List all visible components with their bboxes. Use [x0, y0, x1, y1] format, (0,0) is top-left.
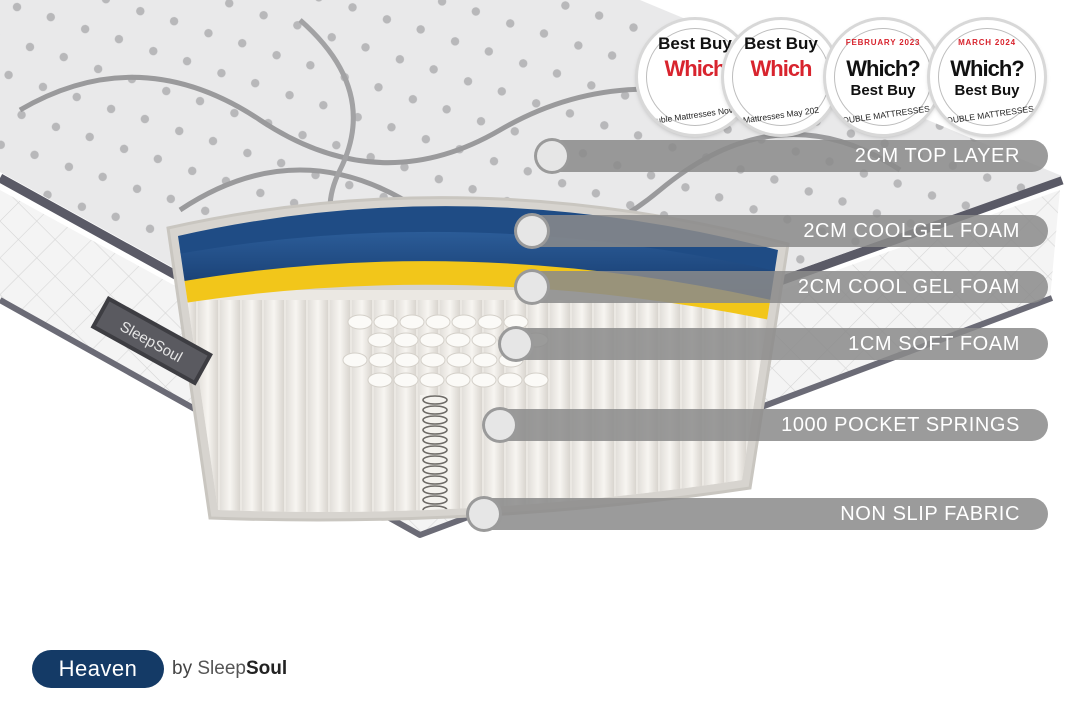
- layer-label-text: 1000 POCKET SPRINGS: [781, 414, 1020, 436]
- spring-pocket: [462, 300, 482, 513]
- spring-top: [471, 372, 497, 388]
- coil-loop: [422, 475, 448, 485]
- layer-label-text: 2CM COOL GEL FOAM: [797, 276, 1020, 298]
- spring-top: [477, 314, 503, 330]
- spring-top: [367, 332, 393, 348]
- spring-pocket: [264, 300, 284, 513]
- callout-dot-icon: [498, 326, 534, 362]
- coil-loop: [422, 425, 448, 435]
- layer-label-text: 2CM COOLGEL FOAM: [803, 220, 1020, 242]
- coil-loop: [422, 495, 448, 505]
- spring-top: [446, 352, 472, 368]
- spring-top: [393, 332, 419, 348]
- spring-top: [393, 372, 419, 388]
- layer-label-text: 1CM SOFT FOAM: [848, 333, 1020, 355]
- spring-top: [471, 332, 497, 348]
- badge-subtitle: Best Buy: [850, 82, 916, 99]
- which-best-buy-badge-4: MARCH 2024 Which? Best Buy DOUBLE MATTRE…: [930, 20, 1044, 134]
- callout-dot-icon: [514, 213, 550, 249]
- coil-loop: [422, 465, 448, 475]
- spring-top: [445, 332, 471, 348]
- badge-title: Best Buy: [658, 34, 732, 53]
- coil-loop: [422, 455, 448, 465]
- badge-date: FEBRUARY 2023: [845, 38, 921, 47]
- coil-loop: [422, 415, 448, 425]
- byline-by: by: [172, 658, 193, 679]
- which-best-buy-badge-2: Best Buy Which Mattresses May 202: [724, 20, 838, 134]
- which-logo-text: Which: [664, 56, 727, 81]
- brand-byline: by SleepSoul: [172, 657, 287, 681]
- spring-top: [419, 372, 445, 388]
- layer-label-text: 2CM TOP LAYER: [854, 145, 1020, 167]
- badge-date: MARCH 2024: [958, 38, 1016, 47]
- cool-gel-foam-layer-lower: [178, 229, 778, 302]
- layer-label-text: NON SLIP FABRIC: [840, 503, 1020, 525]
- spring-top: [373, 314, 399, 330]
- product-name-badge: Heaven: [32, 650, 164, 688]
- spring-top: [523, 372, 549, 388]
- badge-title: Best Buy: [744, 34, 818, 53]
- coil-loop: [422, 435, 448, 445]
- layer-label-non-slip-fabric: NON SLIP FABRIC: [466, 496, 1048, 532]
- layer-label-soft-foam: 1CM SOFT FOAM: [498, 326, 1048, 362]
- spring-top: [497, 372, 523, 388]
- spring-top: [451, 314, 477, 330]
- brand-sleep: Sleep: [197, 658, 246, 679]
- spring-top: [367, 372, 393, 388]
- spring-top: [420, 352, 446, 368]
- spring-pocket: [308, 300, 328, 513]
- layer-label-cool-gel-foam: 2CM COOL GEL FOAM: [514, 269, 1048, 305]
- spring-pocket: [330, 300, 350, 513]
- coil-loop: [422, 445, 448, 455]
- coil-loop: [422, 395, 448, 405]
- spring-pocket: [242, 300, 262, 513]
- spring-top: [445, 372, 471, 388]
- badge-subtitle: Best Buy: [954, 82, 1020, 99]
- spring-pocket: [352, 300, 372, 513]
- which-logo-text: Which?: [950, 56, 1024, 81]
- spring-top: [368, 352, 394, 368]
- spring-pocket: [286, 300, 306, 513]
- spring-top: [394, 352, 420, 368]
- layer-label-pocket-springs: 1000 POCKET SPRINGS: [482, 407, 1048, 443]
- which-best-buy-badge-3: FEBRUARY 2023 Which? Best Buy DOUBLE MAT…: [826, 20, 940, 134]
- mattress-bottom-piping: [0, 295, 1054, 538]
- spring-top: [425, 314, 451, 330]
- callout-dot-icon: [534, 138, 570, 174]
- callout-dot-icon: [466, 496, 502, 532]
- layer-label-coolgel-foam: 2CM COOLGEL FOAM: [514, 213, 1048, 249]
- coil-loops: [422, 395, 448, 513]
- spring-top: [342, 352, 368, 368]
- layer-label-top-layer: 2CM TOP LAYER: [534, 138, 1048, 174]
- spring-top: [472, 352, 498, 368]
- callout-dot-icon: [514, 269, 550, 305]
- coil-loop: [422, 485, 448, 495]
- coil-loop: [422, 405, 448, 415]
- spring-pocket: [220, 300, 240, 513]
- spring-top: [419, 332, 445, 348]
- brand-soul: Soul: [245, 658, 288, 679]
- spring-top: [399, 314, 425, 330]
- which-logo-text: Which: [750, 56, 813, 81]
- callout-dot-icon: [482, 407, 518, 443]
- swirl-stitching: [18, 74, 761, 166]
- spring-top: [347, 314, 373, 330]
- which-logo-text: Which?: [846, 56, 920, 81]
